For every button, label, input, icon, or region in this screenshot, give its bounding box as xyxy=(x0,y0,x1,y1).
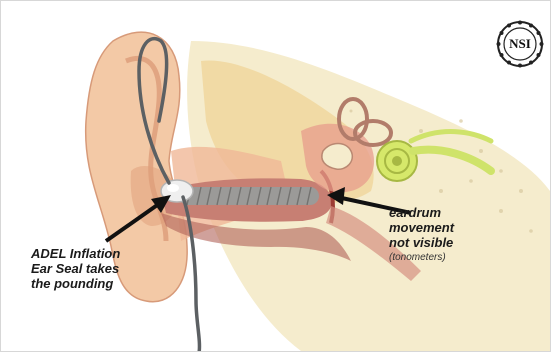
ear-seal-caption: ADEL Inflation Ear Seal takes the poundi… xyxy=(31,246,171,291)
cochlea xyxy=(377,141,417,181)
nsi-seal-icon: NSI xyxy=(495,19,545,69)
eardrum-subcaption: (tonometers) xyxy=(389,252,446,263)
eardrum-caption: eardrum movement not visible xyxy=(389,205,529,250)
ossicles xyxy=(322,144,352,170)
probe-tube xyxy=(179,187,319,205)
nsi-logo-text: NSI xyxy=(495,36,545,52)
ear-seal-highlight xyxy=(167,184,179,192)
